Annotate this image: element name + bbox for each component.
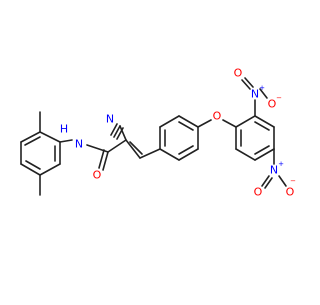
nitro2-o-charge: − [290,177,296,185]
ring-bond [235,148,256,161]
nitro2-o-double-label: O [254,186,263,199]
amide-n-label: N [75,138,83,151]
ring-bond [159,148,180,161]
molecule-canvas: N N H O O N + O O − N + O O − [20,66,297,199]
nitrile-bond [110,123,118,136]
amide-bond [86,144,109,153]
ring-bond [254,115,275,128]
bond [107,139,127,153]
nitro2-n-charge: + [278,160,284,168]
ring-bond [39,131,61,143]
ether-bond [222,119,237,128]
ring-bond [178,148,199,161]
bond [59,139,73,143]
ring-double-inner [178,121,194,131]
nitro2-o-single-label: O [286,186,295,199]
carbonyl-bond-inner [98,149,105,169]
ether-bond [197,119,212,128]
ring-bond [159,115,180,128]
ether-o-label: O [213,110,222,123]
ring-bond [235,115,256,128]
carbonyl-o-label: O [93,169,102,182]
bond [125,139,141,159]
nitro-bond [259,88,268,99]
ring-bond [254,148,275,161]
atom-labels: N N H O O N + O O − N + O O − [60,67,296,199]
bond [119,125,127,141]
nitro-double-bond [264,177,273,189]
ring-double-inner [254,121,270,131]
bond [139,148,161,159]
nitro1-n-label: N [251,88,259,101]
nitro-bond [278,175,287,187]
nitro-double-bond [261,175,270,187]
nitro-double-bond [244,77,254,88]
ring-double-inner [24,136,41,146]
ring-double-inner [254,145,270,155]
nitro-double-bond [241,79,251,90]
nitrile-bond [113,125,121,138]
ring-double-inner [178,145,194,155]
ring-bond [39,163,61,176]
ring-bond [20,131,41,143]
nitro1-o-double-label: O [234,67,243,80]
nitro1-n-charge: + [259,84,265,92]
double-bond-inner [129,141,143,155]
ring-bond [20,163,41,176]
nitro2-n-label: N [270,164,278,177]
carbonyl-bond [102,151,109,171]
molecule-structure: N N H O O N + O O − N + O O − [20,67,296,199]
amide-h-label: H [60,123,68,136]
ring-bond [178,115,199,128]
ring-double-inner [25,160,41,170]
nitrile-n-label: N [106,113,114,126]
bonds [20,77,287,196]
nitro1-o-single-label: O [268,98,277,111]
nitro1-o-charge: − [276,94,282,102]
